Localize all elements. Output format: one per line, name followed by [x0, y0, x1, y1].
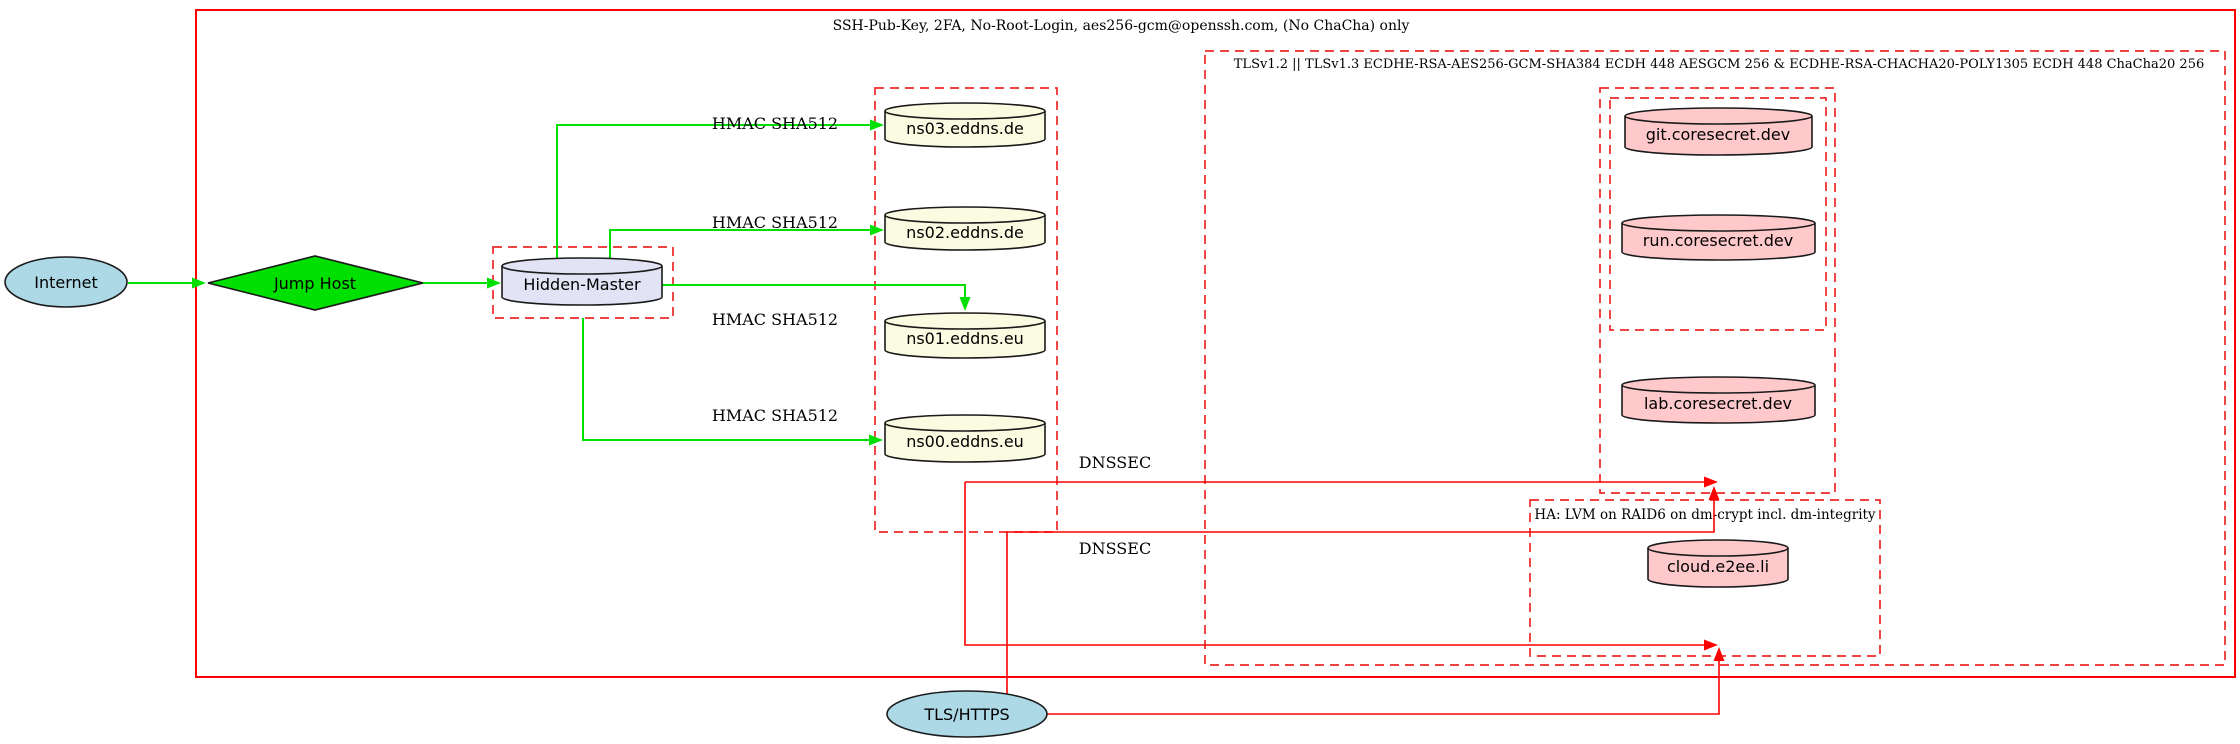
jump-host-node-label: Jump Host: [273, 274, 356, 293]
cluster-ha-border: [1529, 499, 1881, 657]
edge-hiddenmaster-ns00: [582, 318, 869, 441]
cluster-tls-border: [1204, 50, 2226, 666]
tls-https-node: TLS/HTTPS: [886, 690, 1048, 738]
edge-dnssec-to-ha: [964, 482, 1704, 646]
ns02-node: ns02.eddns.de: [884, 206, 1046, 251]
internet-node-label: Internet: [34, 273, 98, 292]
edge-hiddenmaster-ns01: [662, 284, 966, 298]
ns01-node-label: ns01.eddns.eu: [906, 329, 1024, 348]
cluster-ssh-label: SSH-Pub-Key, 2FA, No-Root-Login, aes256-…: [833, 18, 1410, 34]
arrowhead-right-icon: [1704, 639, 1718, 651]
edge-tlshttps-to-ha: [1047, 661, 1720, 715]
green-arrowheads: [192, 119, 971, 446]
git-node-label: git.coresecret.dev: [1646, 125, 1791, 144]
cloud-node-label: cloud.e2ee.li: [1667, 557, 1769, 576]
ns03-node-label: ns03.eddns.de: [906, 119, 1024, 138]
arrowhead-right-icon: [869, 434, 883, 446]
cluster-ha-label: HA: LVM on RAID6 on dm-crypt incl. dm-in…: [1534, 507, 1876, 523]
cluster-tls-label: TLSv1.2 || TLSv1.3 ECDHE-RSA-AES256-GCM-…: [1234, 57, 2204, 72]
cluster-coresecret-inner-border: [1609, 97, 1827, 331]
edge-label-dnssec-1: DNSSEC: [1079, 453, 1151, 472]
hidden-master-node-label: Hidden-Master: [523, 275, 641, 294]
edge-tlshttps-to-coresecret: [1006, 500, 1715, 694]
run-node: run.coresecret.dev: [1621, 214, 1816, 261]
arrowhead-right-icon: [1704, 476, 1718, 488]
edge-hiddenmaster-ns02: [609, 229, 871, 258]
arrowhead-up-icon: [1708, 486, 1720, 500]
run-node-label: run.coresecret.dev: [1643, 231, 1793, 250]
edge-label-hmac-ns03: HMAC SHA512: [712, 114, 838, 133]
arrowhead-down-icon: [959, 297, 971, 311]
hidden-master-node: Hidden-Master: [501, 257, 663, 306]
edge-label-dnssec-2: DNSSEC: [1079, 539, 1151, 558]
red-edges: [964, 481, 1720, 715]
edge-label-hmac-ns01: HMAC SHA512: [712, 310, 838, 329]
arrowhead-up-icon: [1713, 647, 1725, 661]
ns01-node: ns01.eddns.eu: [884, 312, 1046, 359]
red-arrowheads: [1704, 476, 1725, 661]
ns02-node-label: ns02.eddns.de: [906, 223, 1024, 242]
arrowhead-right-icon: [192, 277, 206, 289]
cluster-ssh-border: [195, 9, 2236, 678]
lab-node-label: lab.coresecret.dev: [1644, 394, 1792, 413]
tls-https-node-label: TLS/HTTPS: [923, 705, 1009, 724]
edge-hiddenmaster-ns03: [556, 124, 871, 258]
internet-node: Internet: [4, 256, 128, 308]
edge-label-hmac-ns00: HMAC SHA512: [712, 406, 838, 425]
ns03-node: ns03.eddns.de: [884, 102, 1046, 148]
ns00-node: ns00.eddns.eu: [884, 414, 1046, 463]
lab-node: lab.coresecret.dev: [1621, 376, 1816, 424]
cloud-node: cloud.e2ee.li: [1647, 539, 1789, 588]
arrowhead-right-icon: [487, 277, 501, 289]
ns00-node-label: ns00.eddns.eu: [906, 432, 1024, 451]
git-node: git.coresecret.dev: [1624, 107, 1813, 156]
cluster-nameservers-border: [874, 87, 1058, 533]
arrowhead-right-icon: [870, 119, 884, 131]
jump-host-node: Jump Host: [207, 255, 424, 311]
cluster-coresecret-outer-border: [1599, 87, 1836, 494]
green-edges: [128, 124, 966, 441]
arrowhead-right-icon: [870, 224, 884, 236]
edge-label-hmac-ns02: HMAC SHA512: [712, 213, 838, 232]
